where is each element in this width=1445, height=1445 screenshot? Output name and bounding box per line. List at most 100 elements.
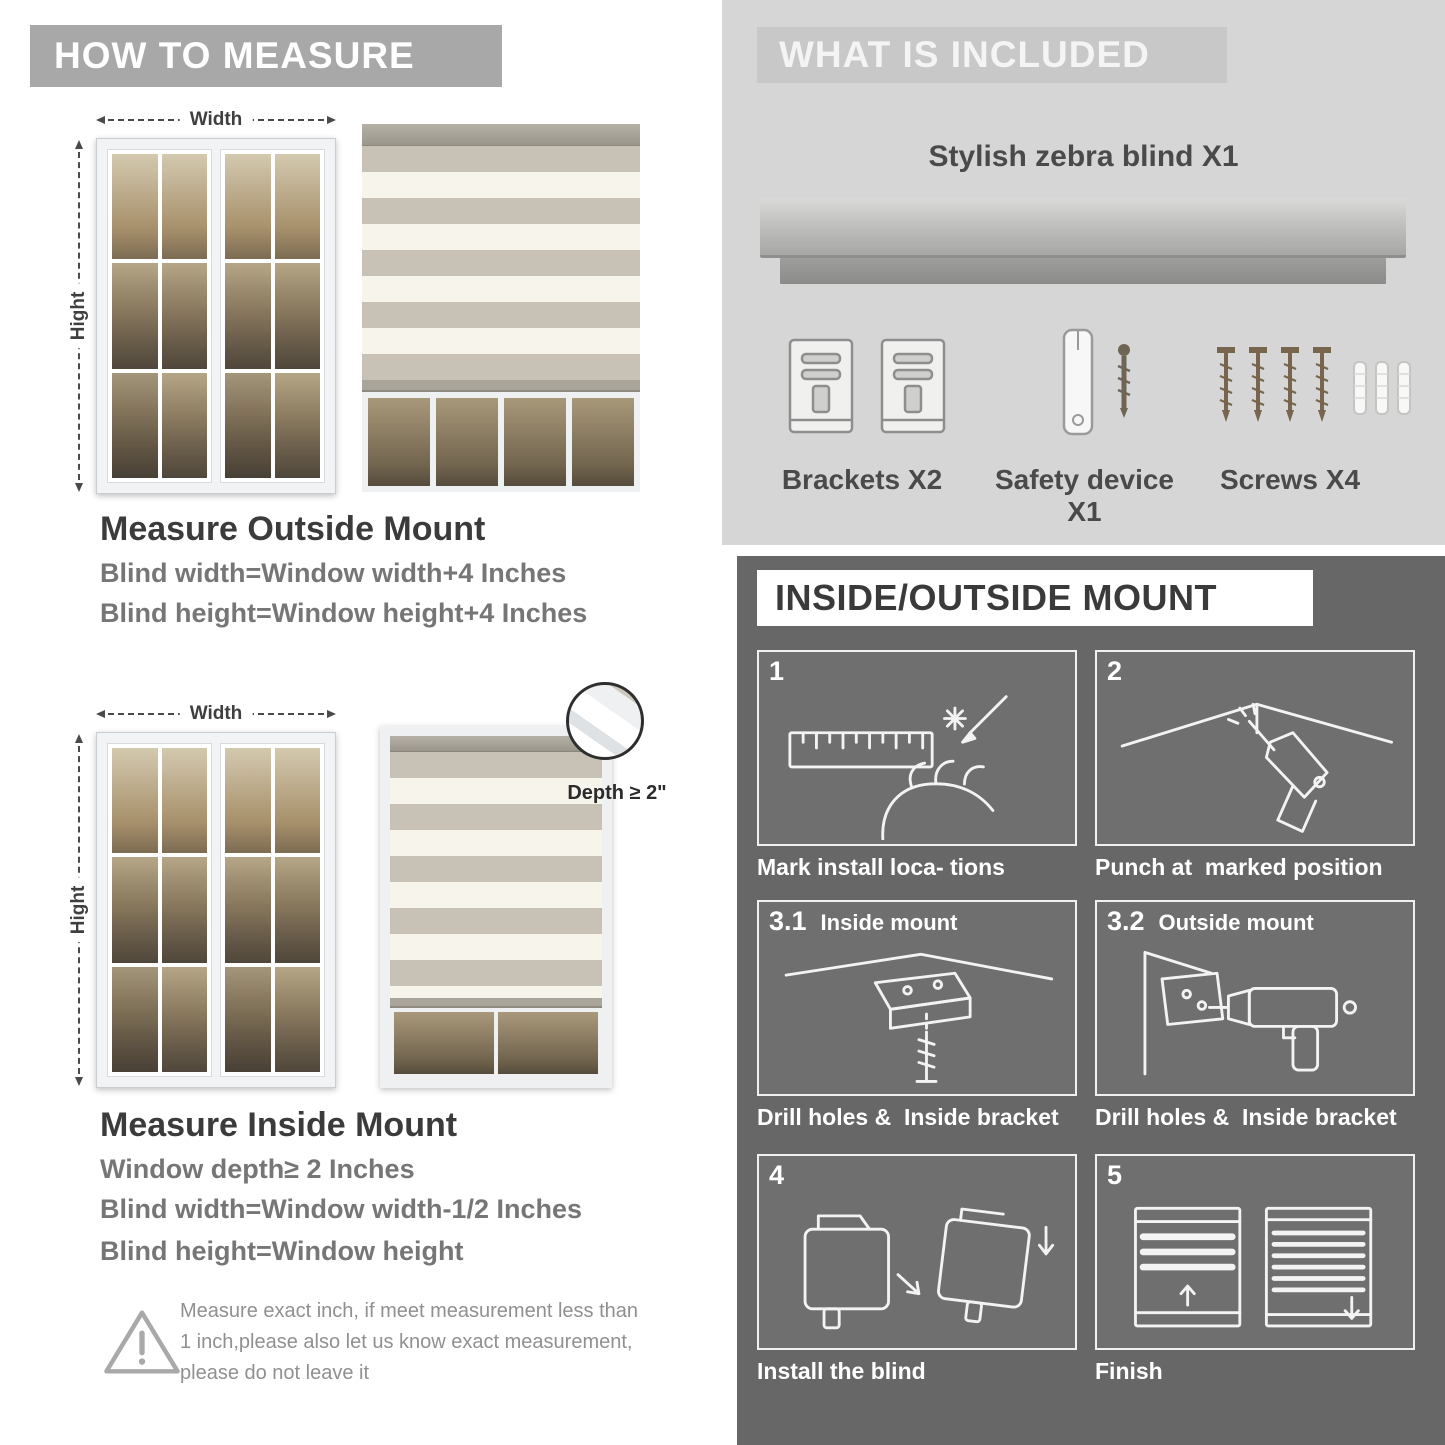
window-pane [161,263,207,369]
window-sash [107,743,212,1077]
window-pane [394,1012,494,1074]
window-pane [274,263,320,369]
window-pane [225,154,271,260]
blind-headrail-image [760,198,1406,258]
width-label: Width [179,109,253,131]
window-illustration-outside [96,138,336,494]
window-below-blind [390,1008,602,1078]
blind-headrail [362,124,640,146]
step-caption: Drill holes & Inside bracket [757,1104,1059,1130]
window-pane [161,748,207,854]
step-head: 4 [769,1160,1065,1194]
install-blind-illustration [803,1207,1055,1330]
warning-note: Measure exact inch, if meet measurement … [180,1300,638,1384]
product-label: Stylish zebra blind X1 [928,140,1239,173]
width-dimension-arrow: Width [96,109,336,131]
blind-headrail [390,736,602,752]
window-pane [572,398,634,486]
window-pane [161,372,207,478]
step-number: 2 [1107,656,1123,686]
window-pane [274,966,320,1072]
step-caption: Punch at marked position [1095,854,1383,880]
window-pane [161,966,207,1072]
outside-mount-title: Measure Outside Mount [100,510,486,548]
step-title: Outside mount [1158,910,1314,935]
step-head: 3.1 Inside mount [769,906,1065,940]
step-caption: Drill holes & Inside bracket [1095,1104,1397,1130]
step-panel-1: 1 [757,650,1077,846]
window-pane [274,857,320,963]
window-pane [274,372,320,478]
finish-illustration [1134,1206,1373,1328]
mark-location-illustration [788,695,1008,840]
warning-icon [104,1310,180,1374]
step-head: 2 [1107,656,1403,690]
window-pane [112,857,158,963]
blind-bottomrail-image [780,258,1386,284]
step-number: 1 [769,656,785,686]
what-is-included-section: WHAT IS INCLUDED Stylish zebra blind X1 [722,0,1445,545]
mount-guide-header: INSIDE/OUTSIDE MOUNT [757,570,1313,626]
safety-device-icon [1062,328,1131,436]
window-pane [112,263,158,369]
window-pane [112,154,158,260]
mount-guide-section: INSIDE/OUTSIDE MOUNT 1 Mark install loca… [737,556,1445,1445]
inside-bracket-illustration [784,952,1054,1083]
height-label: Hight [68,283,90,349]
what-is-included-header: WHAT IS INCLUDED [757,27,1227,83]
inside-mount-title: Measure Inside Mount [100,1106,458,1144]
window-pane [225,263,271,369]
depth-callout-label: Depth ≥ 2" [567,782,667,804]
screws-label: Screws X4 [1219,464,1361,495]
inside-mount-line: Blind width=Window width-1/2 Inches [100,1194,583,1224]
height-dimension-arrow: Hight [68,734,90,1086]
outside-bracket-illustration [1143,950,1357,1076]
step-panel-2: 2 [1095,650,1415,846]
step-panel-3-1: 3.1 Inside mount [757,900,1077,1096]
window-pane [504,398,566,486]
step-head: 5 [1107,1160,1403,1194]
window-pane [274,154,320,260]
safety-device-label: Safety device X1 [995,464,1174,527]
inside-mount-line: Window depth≥ 2 Inches [100,1154,415,1184]
bracket [788,338,854,434]
step-number: 3.2 [1107,906,1145,936]
outside-mount-line: Blind height=Window height+4 Inches [100,598,588,628]
blind-fabric [390,752,602,998]
step-panel-4: 4 [757,1154,1077,1350]
depth-callout-circle [566,682,644,760]
window-pane [274,748,320,854]
screws-icon [1210,328,1411,453]
window-below-blind [362,392,640,492]
window-illustration-inside [96,732,336,1088]
width-dimension-arrow: Width [96,703,336,725]
width-label: Width [179,703,253,725]
window-pane [112,748,158,854]
window-pane [225,857,271,963]
blind-bottomrail [362,380,640,392]
window-pane [112,372,158,478]
window-pane [498,1012,598,1074]
outside-mount-line: Blind width=Window width+4 Inches [100,558,567,588]
blind-fabric [362,146,640,380]
height-label: Hight [68,877,90,943]
blind-bottomrail [390,998,602,1008]
step-number: 4 [769,1160,785,1190]
zebra-blind-outside-illustration [362,124,640,492]
window-pane [225,966,271,1072]
bracket [880,338,946,434]
how-to-measure-header: HOW TO MEASURE [30,25,502,87]
window-pane [368,398,430,486]
window-pane [225,372,271,478]
window-pane [161,154,207,260]
step-panel-3-2: 3.2 Outside mount [1095,900,1415,1096]
step-caption: Finish [1095,1358,1163,1384]
drill-illustration [1120,702,1394,833]
zebra-blind-inside-illustration [380,726,612,1088]
safety-device [1062,328,1094,436]
brackets-label: Brackets X2 [781,464,943,495]
height-dimension-arrow: Hight [68,140,90,492]
inside-mount-line: Blind height=Window height [100,1236,464,1266]
window-pane [112,966,158,1072]
